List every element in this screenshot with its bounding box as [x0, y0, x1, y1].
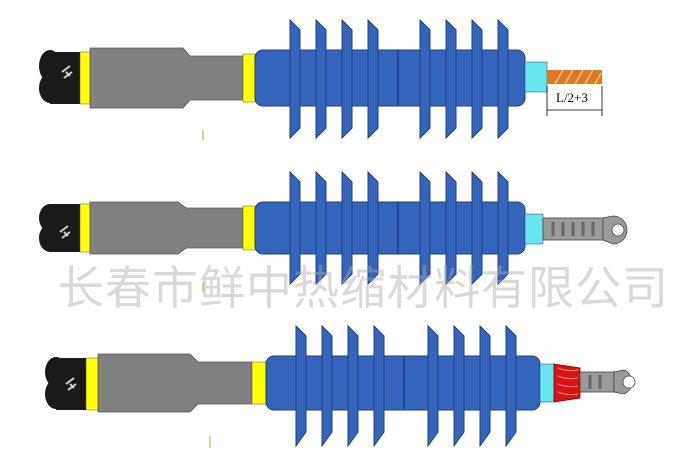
termination-row-1: L/2+3	[39, 18, 603, 140]
heat-shrink-sheath	[89, 201, 244, 255]
cyan-sleeve	[524, 213, 544, 245]
dimension-label: L/2+3	[556, 90, 588, 105]
insulator	[254, 170, 526, 286]
cyan-sleeve	[539, 363, 555, 403]
crimp-lug	[579, 369, 636, 395]
yellow-tape	[251, 361, 267, 405]
cyan-sleeve	[524, 61, 548, 93]
yellow-tape	[242, 53, 256, 103]
heat-shrink-sheath	[97, 353, 253, 413]
yellow-tape	[85, 357, 99, 411]
insulator	[265, 324, 541, 448]
cable-end	[45, 357, 86, 410]
yellow-tape	[79, 203, 91, 253]
dimension-marker: L/2+3	[546, 86, 603, 116]
yellow-tape	[242, 205, 256, 251]
termination-row-3	[45, 324, 636, 448]
red-seal-wrap	[553, 363, 581, 403]
insulator	[254, 18, 526, 140]
termination-row-2	[39, 170, 628, 292]
cable-end	[39, 50, 80, 104]
cable-end	[39, 204, 80, 252]
yellow-tape	[79, 51, 91, 105]
bare-conductor	[547, 69, 602, 85]
crimp-lug	[542, 215, 628, 245]
heat-shrink-sheath	[89, 47, 244, 109]
